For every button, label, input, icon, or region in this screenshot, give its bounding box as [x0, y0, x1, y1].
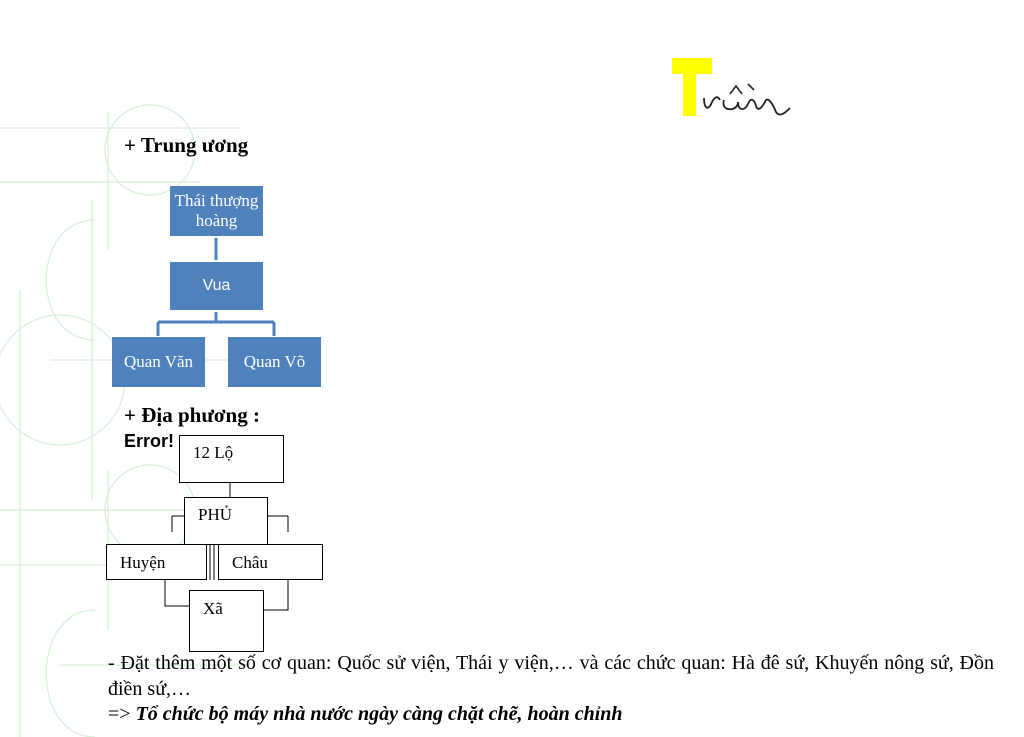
node-chau: Châu	[218, 544, 323, 580]
node-vua: Vua	[170, 262, 263, 310]
node-huyen: Huyện	[106, 544, 207, 580]
node-quan-van: Quan Văn	[112, 337, 205, 387]
node-xa: Xã	[189, 590, 264, 652]
node-phu: PHỦ	[184, 497, 268, 545]
central-heading: + Trung ương	[124, 133, 249, 157]
node-12-lo: 12 Lộ	[179, 435, 284, 483]
body-paragraph: - Đặt thêm một số cơ quan: Quốc sử viện,…	[108, 652, 994, 700]
node-quan-vo: Quan Võ	[228, 337, 321, 387]
local-heading: + Địa phương :	[124, 403, 260, 427]
node-thai-thuong-hoang: Thái thượng hoàng	[170, 186, 263, 236]
conclusion-prefix: =>	[108, 703, 131, 725]
signature-logo	[672, 58, 791, 116]
conclusion-emphasis: Tổ chức bộ máy nhà nước ngày càng chặt c…	[135, 703, 623, 725]
error-text: Error!	[124, 431, 175, 451]
conclusion-line: => Tổ chức bộ máy nhà nước ngày càng chặ…	[108, 703, 623, 726]
